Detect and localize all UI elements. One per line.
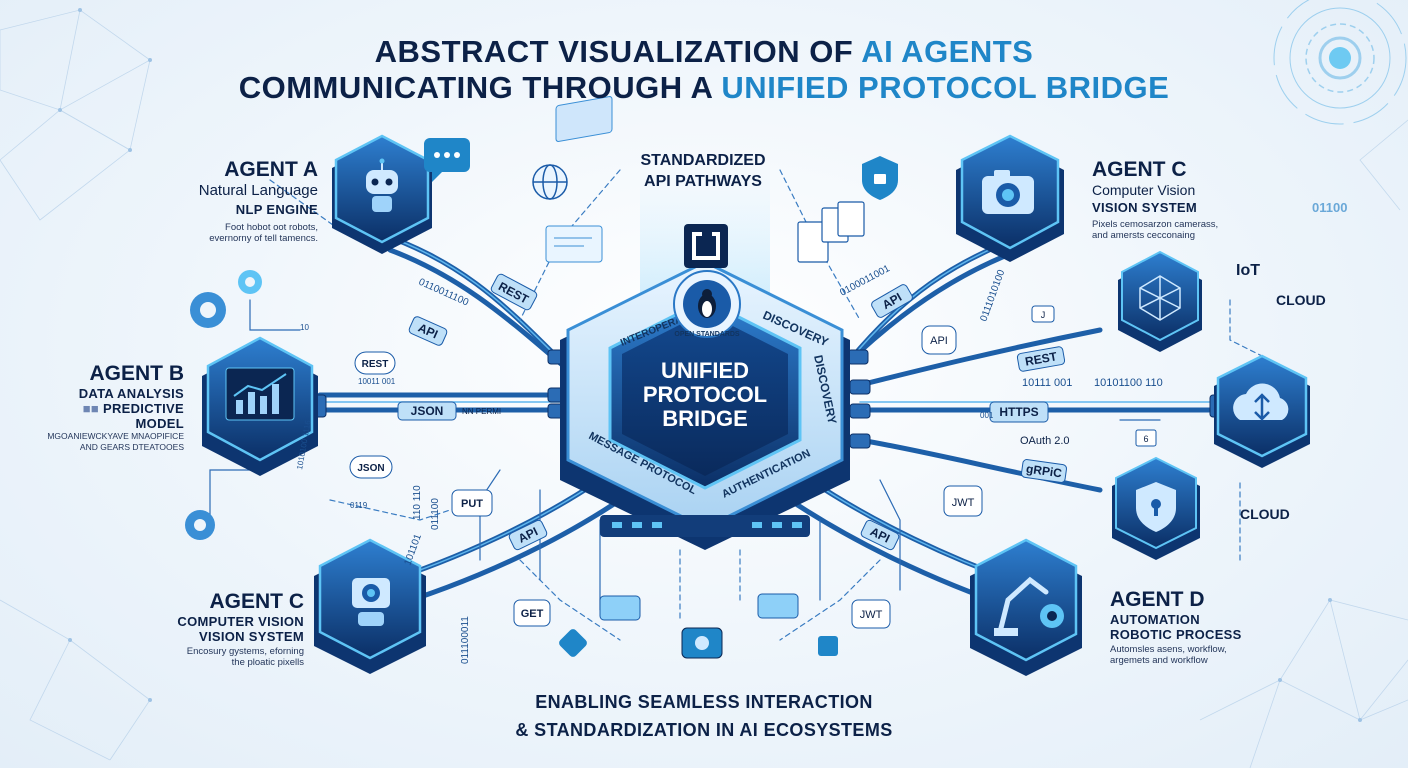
agent-d-label: AGENT D AUTOMATION ROBOTIC PROCESS Autom… (1110, 588, 1242, 666)
title-line-2: COMMUNICATING THROUGH A UNIFIED PROTOCOL… (238, 70, 1170, 105)
tag-j: J (1041, 310, 1046, 320)
tag-jwt2: JWT (860, 609, 883, 621)
hub-line-1: UNIFIED (661, 358, 749, 383)
robot-icon (366, 158, 398, 212)
cloud-label-bottom: CLOUD (1240, 506, 1290, 522)
tag-jwt: JWT (952, 497, 975, 509)
cable-tags: REST API REST JSON NN PERMI JSON PUT API… (349, 273, 1157, 629)
bar-chart-icon (225, 367, 295, 421)
binary-b7: 10011 001 (358, 377, 396, 386)
api-pathways-label: STANDARDIZED API PATHWAYS (640, 152, 766, 190)
gear-icon (1040, 604, 1064, 628)
iot-tile (1118, 250, 1202, 352)
tag-grpc: gRPiC (1025, 462, 1063, 481)
document-icon (797, 201, 865, 263)
binary-b12: 0119 (350, 501, 368, 510)
binary-b14: 101101 (402, 532, 424, 567)
binary-b6: 0111010100 (978, 268, 1007, 323)
globe-icon (532, 164, 568, 200)
binary-b3: 10111 001 (1022, 377, 1072, 389)
tag-json-b: JSON (411, 404, 444, 418)
binary-b15: 001 (980, 411, 994, 420)
bottom-node-icons (559, 593, 838, 659)
title-line-1: ABSTRACT VISUALIZATION OF AI AGENTS (374, 34, 1034, 69)
binary-b2: 0100011001 (838, 263, 892, 299)
protocol-logo-icon (684, 224, 728, 268)
agent-c-top-label: AGENT C Computer Vision VISION SYSTEM Pi… (1092, 158, 1219, 241)
agent-b-tile (202, 336, 318, 476)
binary-b13: 10 (300, 323, 309, 332)
tag-https: HTTPS (999, 405, 1038, 419)
robot-arm-icon (994, 576, 1049, 636)
camera-icon (982, 170, 1034, 214)
binary-b10: 011100 (430, 498, 441, 530)
binary-b5: 0110011100 (417, 277, 471, 309)
camera-robot-icon (352, 578, 390, 626)
tag-oauth-num: 6 (1143, 434, 1148, 444)
agent-c-bottom-label: AGENT C COMPUTER VISION VISION SYSTEM En… (177, 590, 304, 668)
binary-b11: 011100011 (460, 616, 471, 664)
security-tile (1112, 456, 1200, 560)
iot-label: IoT (1236, 262, 1260, 279)
tag-put: PUT (461, 498, 483, 510)
hub-line-3: BRIDGE (662, 406, 748, 431)
agent-b-label: AGENT B DATA ANALYSIS ■■ PREDICTIVE MODE… (47, 362, 184, 452)
lock-icon (818, 636, 838, 656)
footer-line-2: & STANDARDIZATION IN AI ECOSYSTEMS (515, 720, 893, 740)
hub-line-2: PROTOCOL (643, 382, 767, 407)
binary-b1: 01100 (1312, 200, 1347, 215)
cloud-sync-icon (1233, 383, 1289, 421)
tag-get: GET (521, 608, 544, 620)
footer-line-1: ENABLING SEAMLESS INTERACTION (535, 692, 873, 712)
gear-icon-left (185, 270, 262, 540)
tag-json-b2: JSON (357, 463, 384, 474)
agent-c-top-tile (956, 134, 1064, 262)
tag-oauth: OAuth 2.0 (1020, 435, 1070, 447)
hub-base (600, 515, 810, 537)
tag-api-right: API (930, 335, 948, 347)
chat-bubble-icon (424, 138, 470, 182)
open-standards-badge: OPEN STANDARDS (673, 270, 741, 338)
binary-b4: 10101100 110 (1094, 377, 1163, 389)
window-card-icon (545, 96, 613, 263)
cloud-tile (1214, 354, 1310, 468)
agent-d-tile (970, 538, 1082, 676)
shield-lock-icon (862, 156, 898, 200)
network-icon (1139, 275, 1181, 321)
agent-a-tile (332, 134, 432, 254)
open-standards-label: OPEN STANDARDS (674, 331, 740, 338)
tag-rest-right: REST (1024, 349, 1059, 368)
security-shield-icon (1136, 482, 1176, 532)
agent-c-bottom-tile (314, 538, 426, 674)
binary-b9: 110 110 (412, 485, 423, 520)
cloud-label-top: CLOUD (1276, 292, 1326, 308)
tag-json-b-ext: NN PERMI (462, 407, 501, 416)
agent-a-label: AGENT A Natural Language NLP ENGINE Foot… (198, 158, 318, 244)
tag-rest-b: REST (362, 359, 389, 370)
